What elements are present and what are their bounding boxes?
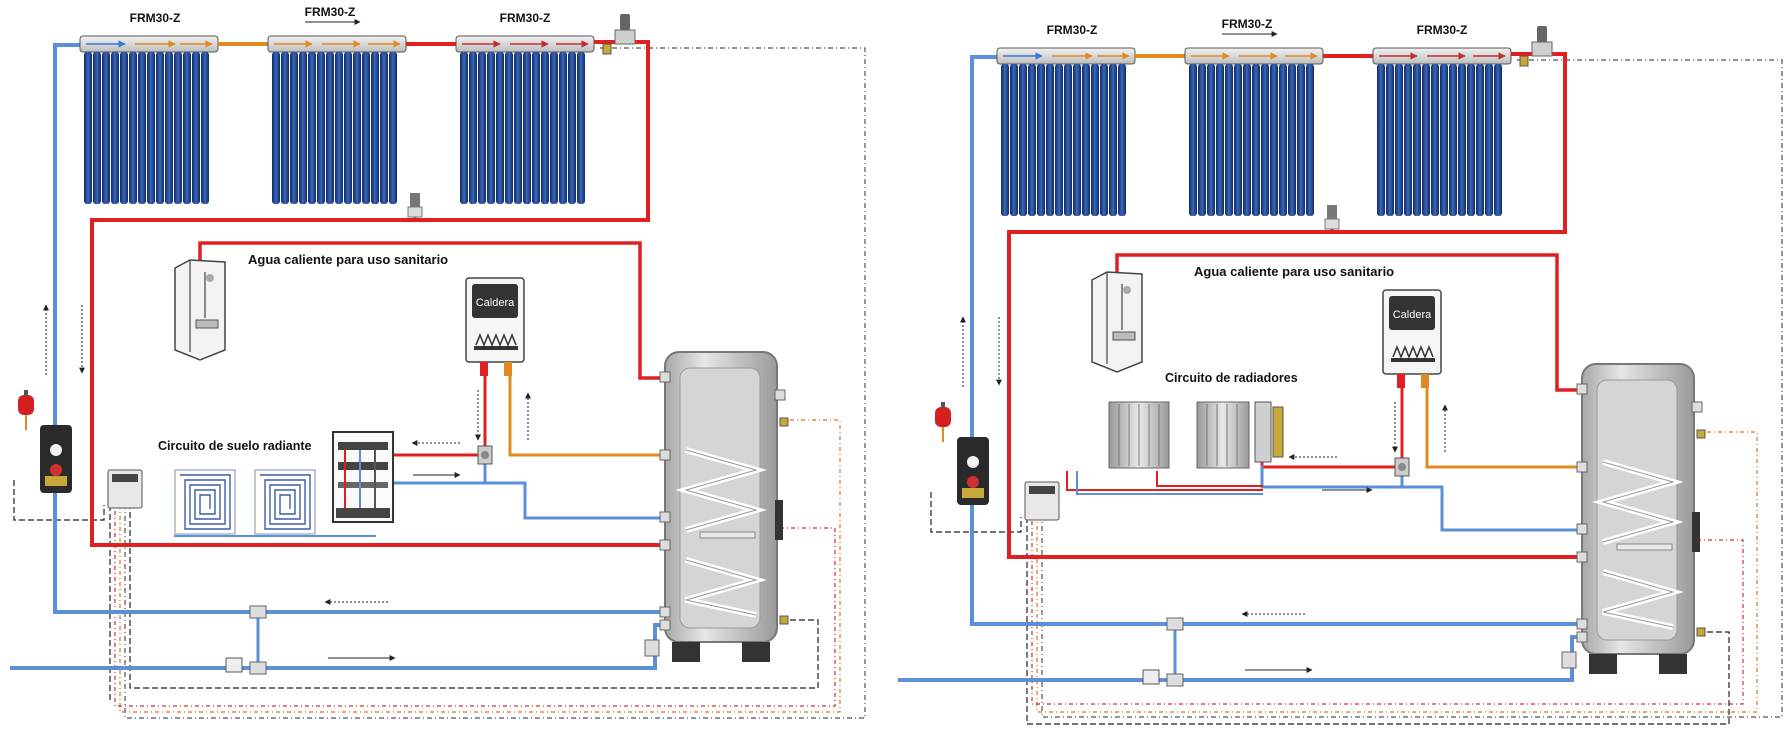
collector-array: FRM30-Z FRM30-Z FRM30-Z: [996, 17, 1553, 230]
collector-tubes: [84, 52, 209, 204]
dhw-label: Agua caliente para uso sanitario: [248, 252, 448, 267]
collector-tubes: [1377, 64, 1502, 216]
flow-arrows: [960, 316, 1448, 673]
manifold-cabinet-icon: [332, 431, 394, 523]
solar-controller-icon: [1024, 481, 1060, 521]
collector-tubes: [272, 52, 397, 204]
expansion-vessel-icon: [935, 402, 951, 442]
collector-tubes: [1189, 64, 1314, 216]
pump-station-icon: [957, 437, 989, 505]
collector-label: FRM30-Z: [305, 5, 356, 19]
solar-collector-1: FRM30-Z: [996, 23, 1136, 216]
radiator-2-icon: [1196, 401, 1250, 469]
shower-icon: [174, 259, 226, 361]
shower-icon: [1091, 271, 1143, 373]
storage-tank-icon: [1576, 363, 1706, 674]
solar-collector-2: FRM30-Z: [1184, 17, 1324, 216]
sensor-valve-icon: [407, 193, 423, 218]
solar-controller-icon: [107, 469, 143, 509]
sensor-valve-icon: [1324, 205, 1340, 230]
boiler-icon: Caldera: [465, 277, 525, 376]
solar-collector-3: FRM30-Z: [1372, 23, 1512, 216]
radiator-manifold-icon: [1254, 401, 1284, 463]
mixing-valve-icon: [1394, 457, 1410, 477]
pump-station-icon: [40, 425, 72, 493]
underfloor-loop-1-icon: [174, 469, 236, 535]
collector-label: FRM30-Z: [1417, 23, 1468, 37]
storage-tank-icon: [659, 351, 789, 662]
collector-tubes: [1001, 64, 1126, 216]
boiler-label: Caldera: [1393, 309, 1432, 321]
solar-collector-2: FRM30-Z: [267, 5, 407, 204]
collector-label: FRM30-Z: [1222, 17, 1273, 31]
collector-label: FRM30-Z: [130, 11, 181, 25]
valve-icon: [225, 605, 660, 675]
collector-array: FRM30-Z FRM30-Z FRM30-Z: [79, 5, 636, 218]
flow-arrows: [43, 304, 531, 661]
air-vent-icon: [602, 14, 636, 55]
underfloor-loop-2-icon: [254, 469, 316, 535]
solar-collector-3: FRM30-Z: [455, 11, 595, 204]
collector-tubes: [460, 52, 585, 204]
solar-diagram-underfloor: FRM30-Z FRM30-Z FRM30-Z: [10, 5, 866, 719]
air-vent-icon: [1519, 26, 1553, 67]
collector-label: FRM30-Z: [500, 11, 551, 25]
circuit-label: Circuito de suelo radiante: [158, 439, 312, 453]
radiator-1-icon: [1108, 401, 1170, 469]
collector-label: FRM30-Z: [1047, 23, 1098, 37]
boiler-label: Caldera: [476, 297, 515, 309]
circuit-label: Circuito de radiadores: [1165, 371, 1298, 385]
mixing-valve-icon: [477, 445, 493, 465]
boiler-icon: Caldera: [1382, 289, 1442, 388]
expansion-vessel-icon: [18, 390, 34, 430]
dhw-label: Agua caliente para uso sanitario: [1194, 264, 1394, 279]
solar-collector-1: FRM30-Z: [79, 11, 219, 204]
valve-icon: [1142, 617, 1577, 687]
control-wiring: [930, 59, 1783, 725]
solar-diagram-radiators: FRM30-Z FRM30-Z FRM30-Z: [898, 17, 1783, 725]
